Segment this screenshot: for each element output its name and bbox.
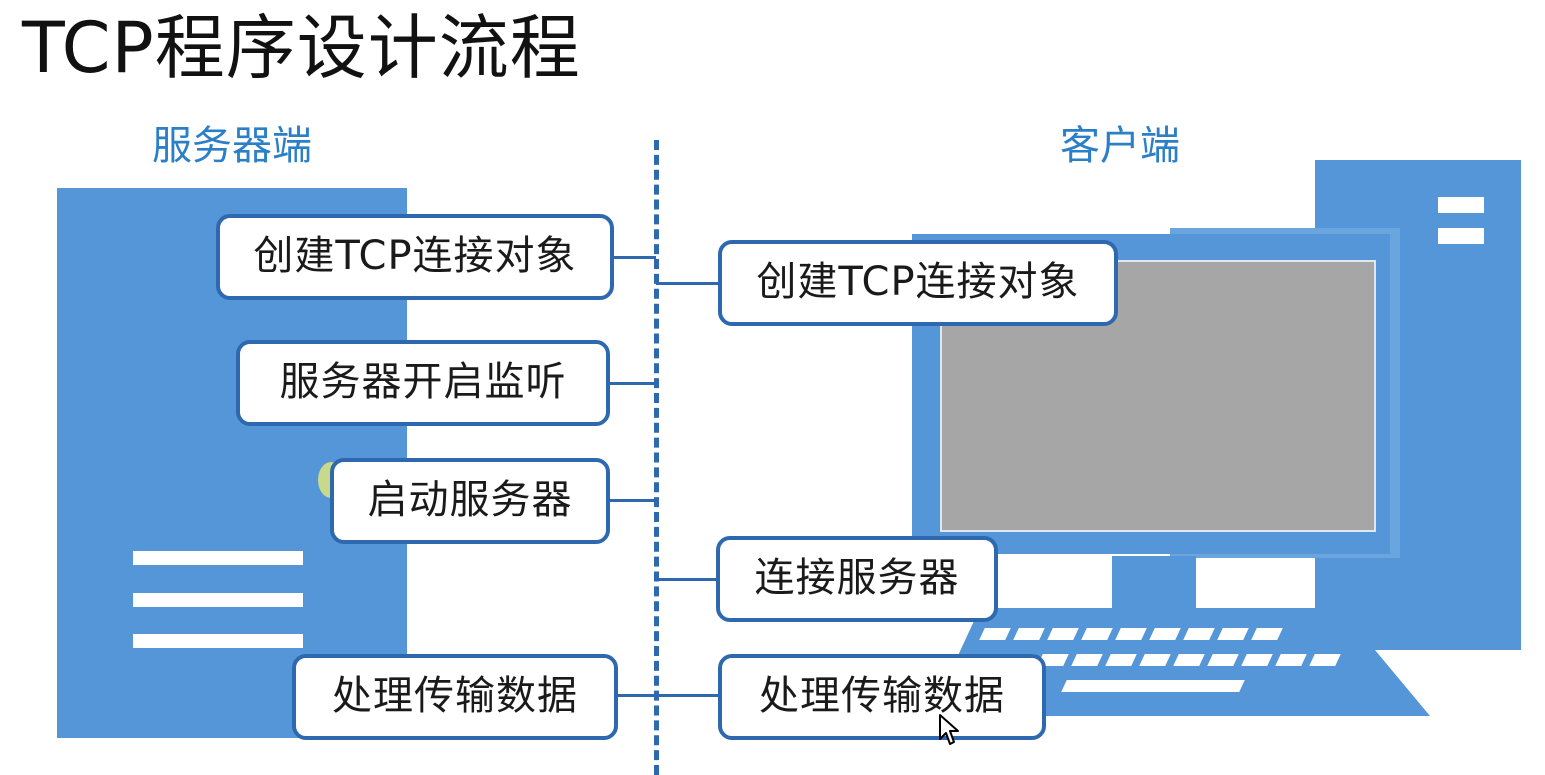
- server-step-connector: [616, 694, 656, 697]
- client-drive-slot: [1438, 228, 1484, 244]
- keyboard-key: [1105, 654, 1137, 666]
- keyboard-key: [1013, 628, 1045, 640]
- server-step-connector: [612, 256, 656, 259]
- client-step-create-connection: 创建TCP连接对象: [718, 240, 1118, 326]
- server-drive-slot: [133, 634, 303, 648]
- client-monitor-stand: [1112, 556, 1196, 612]
- keyboard-key: [1173, 654, 1205, 666]
- mouse-cursor-icon: [939, 714, 959, 745]
- keyboard-key: [1251, 628, 1283, 640]
- server-step-start-listening: 服务器开启监听: [236, 340, 610, 426]
- client-step-connector: [656, 694, 720, 697]
- keyboard-key: [1149, 628, 1181, 640]
- client-step-connector: [656, 282, 722, 285]
- client-step-connector: [656, 578, 720, 581]
- server-drive-slot: [133, 551, 303, 565]
- keyboard-key: [1275, 654, 1307, 666]
- client-step-handle-data: 处理传输数据: [718, 654, 1046, 740]
- keyboard-key: [1139, 654, 1171, 666]
- client-side-label: 客户端: [1060, 123, 1180, 169]
- keyboard-key: [1241, 654, 1273, 666]
- keyboard-key: [1309, 654, 1341, 666]
- keyboard-key: [1183, 628, 1215, 640]
- client-step-connect-server: 连接服务器: [716, 536, 998, 622]
- server-step-connector: [608, 382, 656, 385]
- keyboard-key: [1047, 628, 1079, 640]
- server-side-label: 服务器端: [152, 123, 312, 169]
- client-drive-slot: [1438, 197, 1484, 213]
- page-title: TCP程序设计流程: [22, 7, 581, 89]
- server-step-connector: [608, 499, 656, 502]
- keyboard-key: [1071, 654, 1103, 666]
- server-drive-slot: [133, 593, 303, 607]
- network-divider-line: [654, 140, 659, 775]
- keyboard-key: [1061, 680, 1245, 692]
- keyboard-key: [1115, 628, 1147, 640]
- server-step-start-server: 启动服务器: [330, 458, 610, 544]
- keyboard-key: [979, 628, 1011, 640]
- keyboard-key: [1217, 628, 1249, 640]
- server-step-handle-data: 处理传输数据: [292, 654, 618, 740]
- keyboard-key: [1207, 654, 1239, 666]
- server-step-create-connection: 创建TCP连接对象: [216, 214, 614, 300]
- keyboard-key: [1081, 628, 1113, 640]
